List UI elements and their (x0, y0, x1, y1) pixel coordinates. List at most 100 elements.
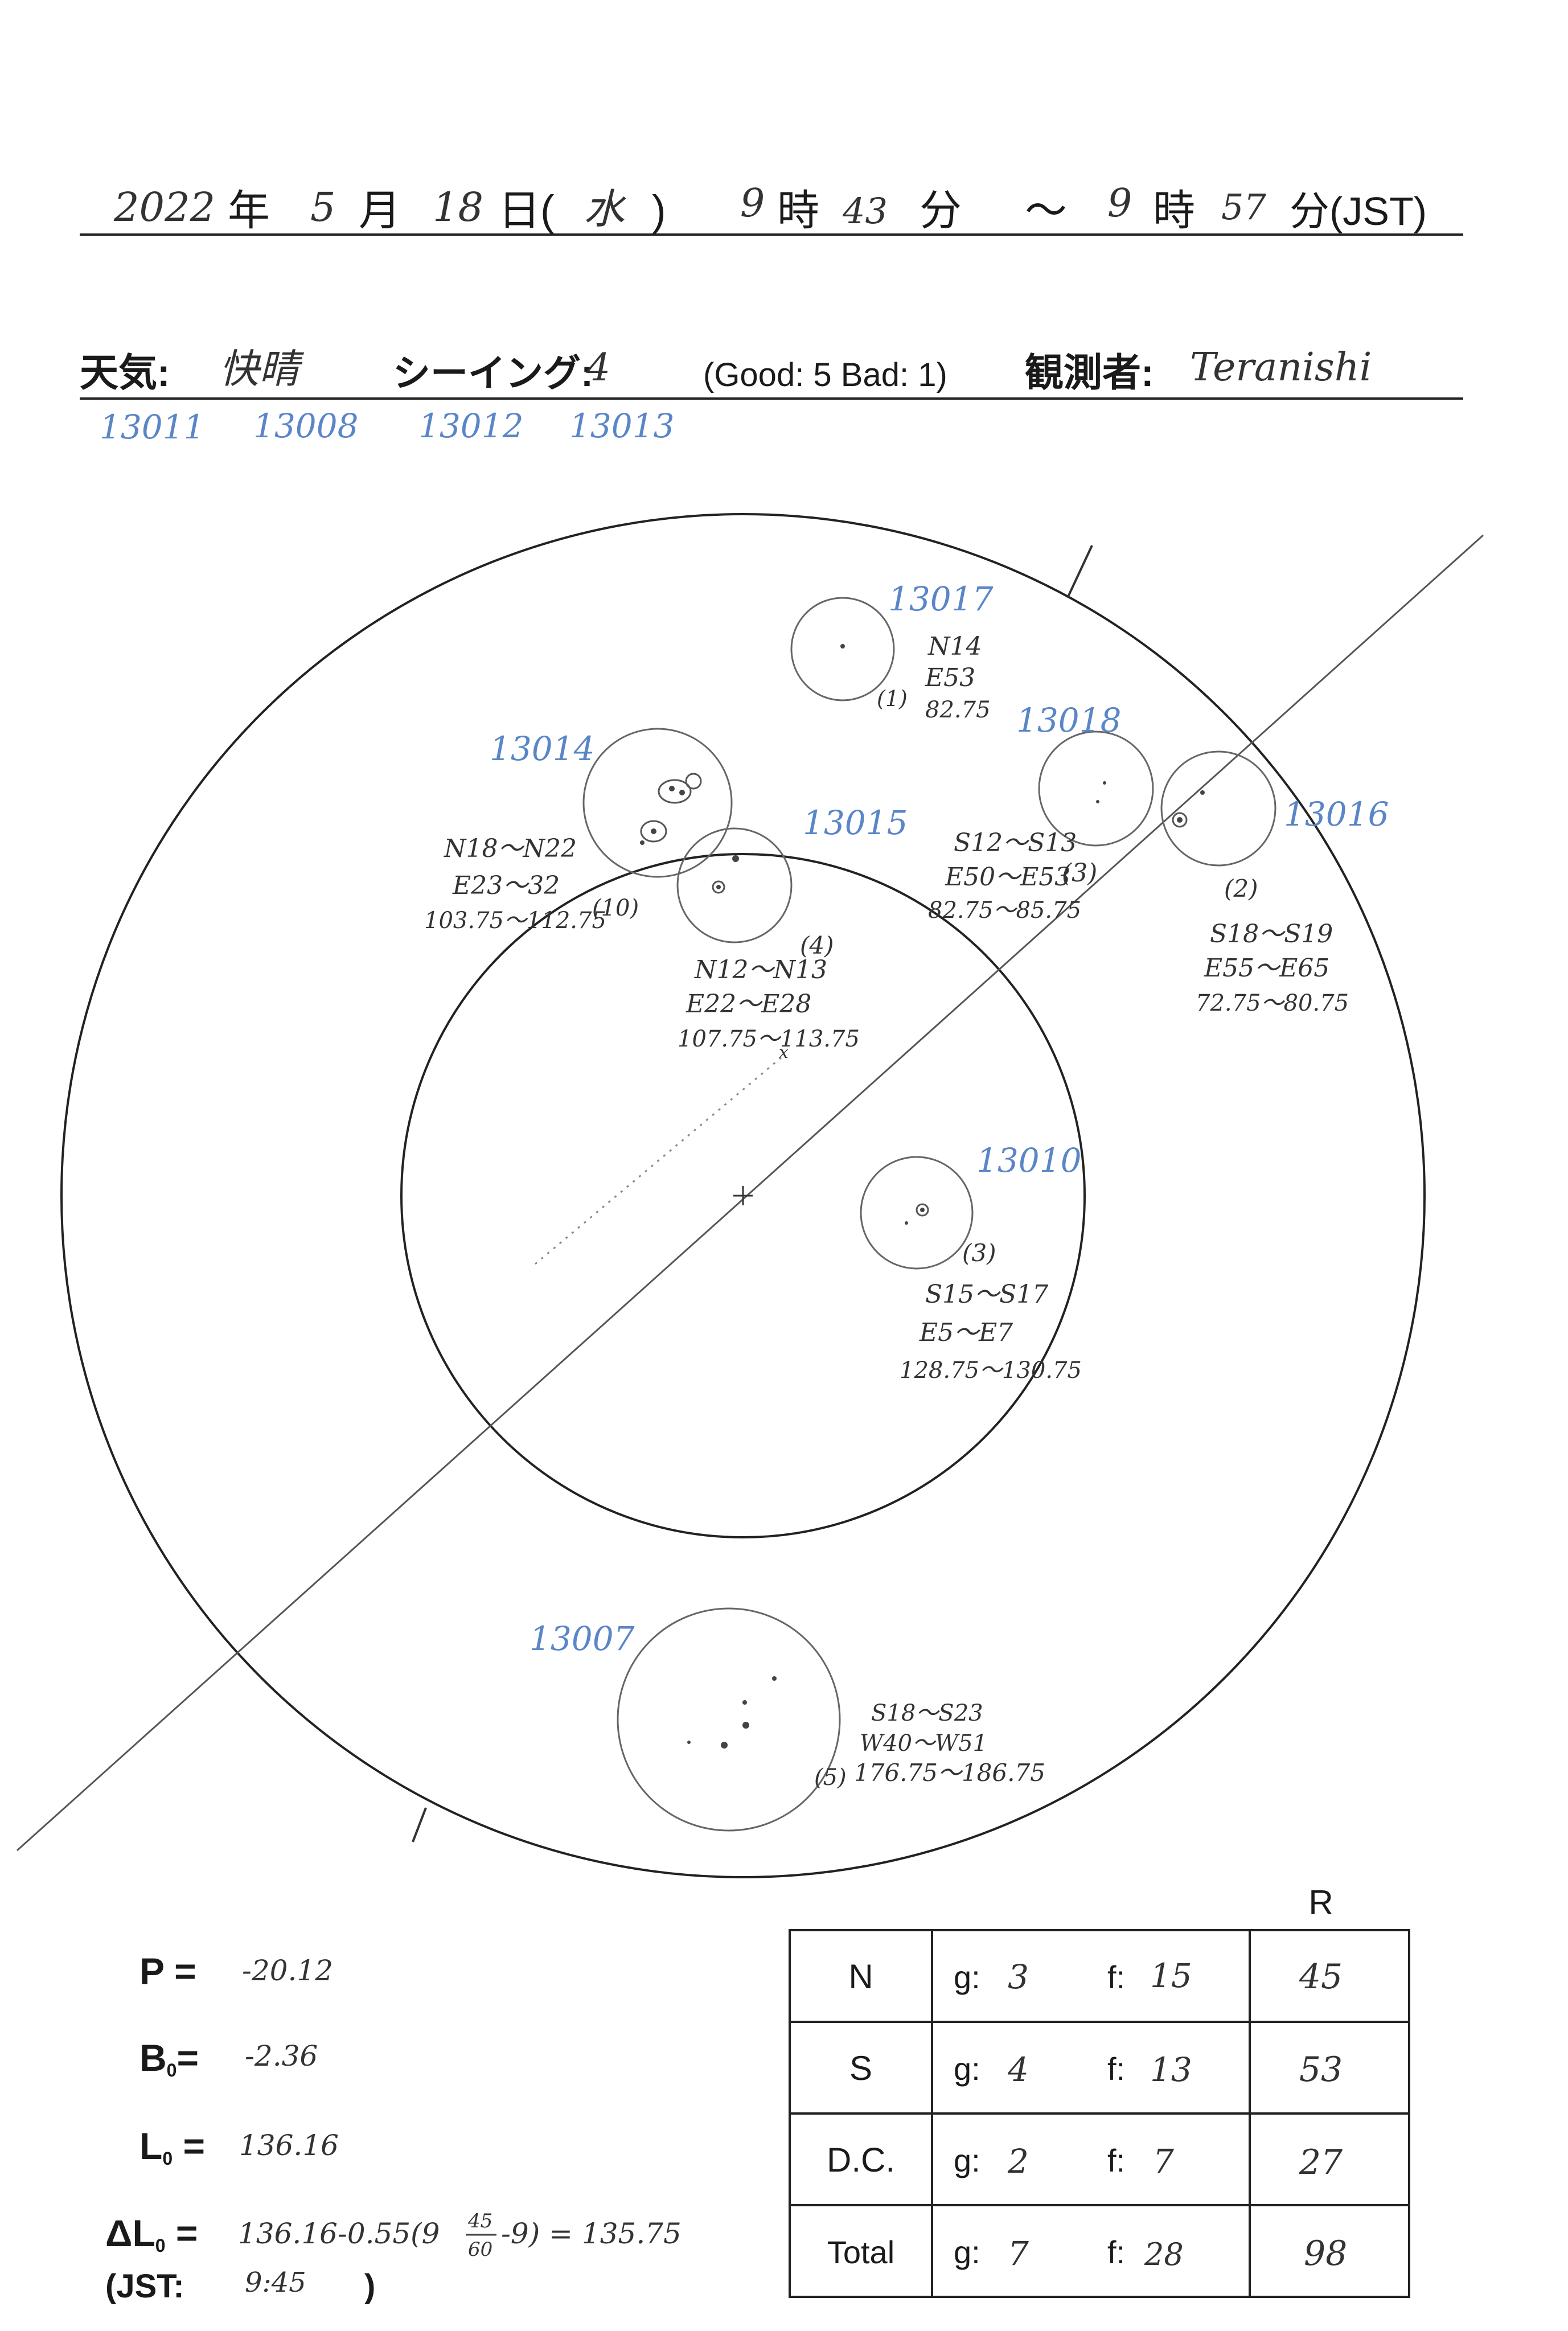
l0-value: 136.16 (239, 2129, 339, 2162)
weather-label: 天気: (80, 351, 170, 395)
spot-mark (1177, 817, 1183, 823)
row-label: S (849, 2049, 872, 2087)
region-label: 13015 (803, 803, 908, 842)
delta-l0-label-text: ΔL (105, 2212, 155, 2254)
spot-mark (712, 880, 725, 894)
year-value: 2022 (113, 184, 215, 231)
ephemeris-block: P = -20.12 B0= -2.36 L0 = 136.16 ΔL0 = 1… (105, 1950, 682, 2305)
spot-mark (640, 820, 667, 843)
start-minute: 43 (842, 190, 888, 232)
table-row: N g: 3 f: 15 45 (848, 1956, 1343, 1997)
spot-mark (732, 855, 739, 862)
latitude-range: S18〜S23 (871, 1700, 983, 1726)
spot-mark (1172, 812, 1188, 828)
f-label: f: (1107, 2143, 1125, 2178)
f-label: f: (1107, 1959, 1125, 1995)
drift-trace-end-mark: x (779, 1043, 789, 1062)
delta-l0-fraction-denominator: 60 (468, 2238, 492, 2261)
g-value: 3 (1008, 1957, 1029, 1996)
spot-mark (742, 1700, 747, 1705)
longitude-range: E23〜32 (452, 871, 560, 900)
b0-value: -2.36 (245, 2039, 318, 2073)
g-label: g: (954, 1959, 980, 1995)
spot-count: (5) (814, 1764, 847, 1791)
row-label: Total (827, 2234, 894, 2270)
solar-disk-drawing: x (16, 513, 1484, 1878)
jst-value: 9:45 (245, 2267, 306, 2299)
g-label: g: (954, 2234, 980, 2270)
spot-count: (1) (877, 686, 908, 711)
end-hour-unit: 時 (1153, 187, 1195, 234)
spot-mark (1200, 790, 1205, 795)
g-value: 2 (1007, 2142, 1029, 2181)
day-unit: 日( (498, 187, 555, 234)
region-list-item: 13008 (253, 407, 359, 445)
outer-disk-circle (60, 513, 1426, 1878)
region-list-item: 13012 (418, 407, 524, 445)
central-meridian-range: 82.75〜85.75 (928, 897, 1081, 924)
end-hour: 9 (1107, 181, 1132, 226)
spot-mark (716, 885, 721, 889)
region-list-item: 13013 (569, 407, 675, 445)
latitude-range: S12〜S13 (954, 828, 1077, 857)
region-list-item: 13011 (100, 408, 205, 446)
axis-tick-bottom (412, 1807, 427, 1842)
weekday-close: ) (652, 187, 666, 234)
region-list: 13011 13008 13012 13013 (100, 407, 675, 446)
end-minute-unit: 分(JST) (1290, 189, 1427, 233)
longitude-range: E55〜E65 (1204, 954, 1329, 983)
latitude-range: S18〜S19 (1210, 920, 1333, 949)
month-unit: 月 (359, 187, 401, 234)
region-label: 13014 (490, 729, 595, 768)
year-unit: 年 (228, 187, 270, 234)
spot-mark (640, 840, 645, 845)
group-13010-annotation: 13010 (3) S15〜S17 E5〜E7 128.75〜130.75 (900, 1141, 1082, 1384)
longitude-range: E22〜E28 (686, 990, 811, 1019)
row-label: D.C. (827, 2141, 895, 2179)
region-label: 13017 (888, 580, 994, 618)
spot-circle-13016 (1160, 750, 1276, 867)
orientation-line (16, 534, 1484, 1852)
central-meridian-range: 107.75〜113.75 (678, 1026, 860, 1052)
central-meridian-range: 176.75〜186.75 (854, 1759, 1045, 1787)
l0-label-subscript: 0 (162, 2148, 173, 2169)
spot-mark (685, 773, 702, 790)
latitude-range: N14 (927, 632, 982, 661)
latitude-range: N12〜N13 (694, 955, 827, 984)
b0-label-text: B (139, 2037, 167, 2079)
spot-circle-13015 (676, 827, 793, 943)
central-meridian-range: 82.75 (925, 697, 991, 723)
month-value: 5 (310, 184, 336, 231)
group-13007-annotation: 13007 S18〜S23 W40〜W51 (5) 176.75〜186.75 (529, 1619, 1045, 1791)
spot-mark (840, 644, 845, 649)
central-meridian-range: 72.75〜80.75 (1196, 990, 1349, 1016)
spot-mark (658, 779, 692, 804)
group-13014-annotation: 13014 N18〜N22 E23〜32 103.75〜112.75 (10) (424, 729, 639, 934)
spot-mark (772, 1676, 777, 1681)
end-minute: 57 (1221, 186, 1266, 228)
weather-value: 快晴 (219, 346, 305, 392)
delta-l0-fraction-numerator: 45 (467, 2210, 492, 2232)
spot-mark (669, 786, 675, 791)
inner-disk-circle (400, 853, 1086, 1538)
observer-label: 観測者: (1025, 351, 1154, 395)
day-value: 18 (433, 184, 483, 231)
longitude-range: E50〜E53 (945, 863, 1070, 892)
g-label: g: (954, 2143, 980, 2178)
group-13018-annotation: 13018 S12〜S13 E50〜E53 (3) 82.75〜85.75 (928, 701, 1122, 924)
table-row: S g: 4 f: 13 53 (849, 2049, 1343, 2090)
region-label: 13007 (529, 1619, 635, 1658)
conditions-line: 天気: 快晴 シーイング: 4 (Good: 5 Bad: 1) 観測者: Te… (80, 345, 1463, 400)
spot-mark (1103, 781, 1106, 785)
spot-count: (10) (592, 895, 639, 921)
spot-count: (3) (1062, 859, 1097, 888)
r-column-header: R (1308, 1883, 1333, 1922)
delta-l0-label-subscript: 0 (155, 2235, 166, 2256)
spot-circle-13017 (790, 597, 895, 701)
longitude-range: W40〜W51 (860, 1730, 987, 1757)
spot-circle-13010 (860, 1156, 974, 1270)
spot-mark (1096, 800, 1099, 803)
p-angle-value: -20.12 (242, 1954, 333, 1987)
time-range-separator: 〜 (1025, 187, 1067, 234)
